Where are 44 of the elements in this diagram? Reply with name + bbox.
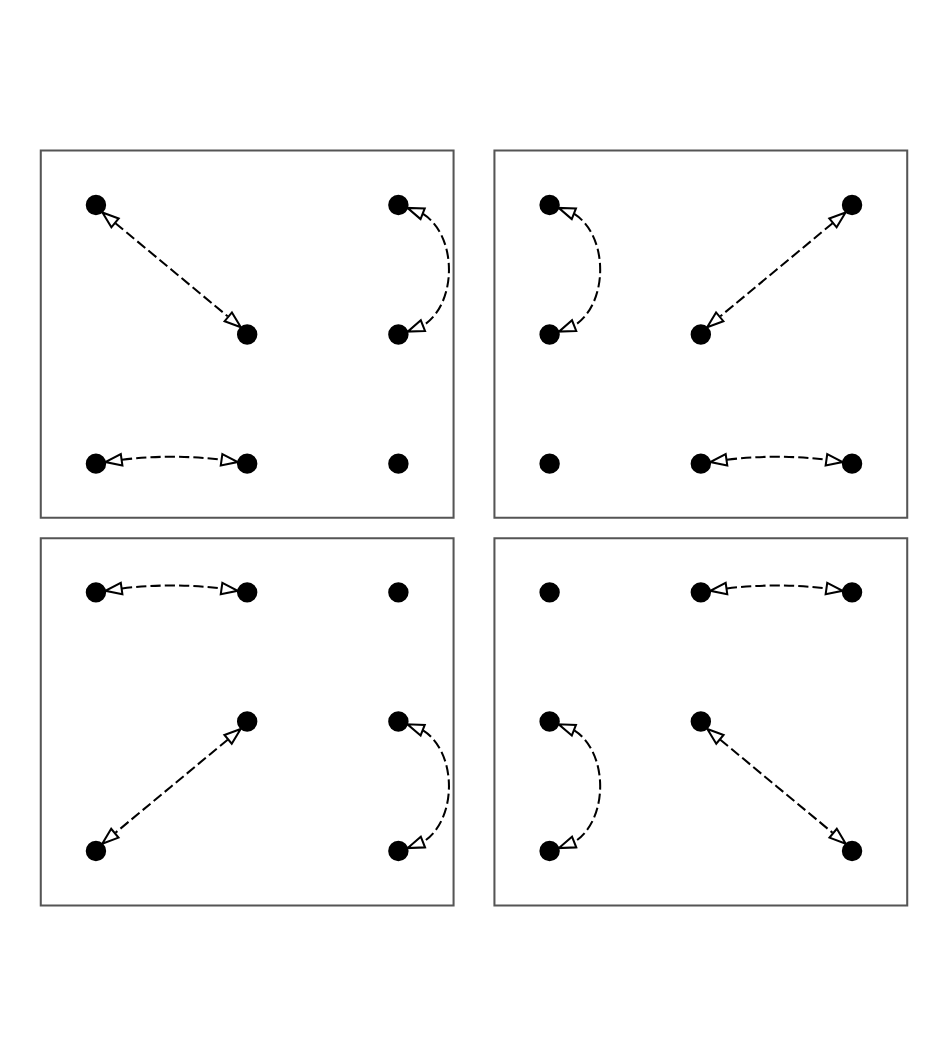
node-circle [539,324,560,345]
node-circle [85,582,107,603]
node-circle [539,711,560,732]
node-circle [85,840,107,862]
arrow [99,726,244,846]
cluster [493,149,909,519]
arrow [707,581,846,596]
arrow [704,726,849,846]
node-circle [388,840,409,862]
node-circle [841,453,863,474]
node-circle [841,582,863,603]
node-circle [388,711,409,732]
cluster [493,537,909,907]
node-circle [236,453,258,474]
arrow [102,452,241,467]
node-circle [236,324,258,345]
node-circle [236,582,258,603]
node-circle [539,582,560,603]
node-circle [85,194,107,216]
arrow [100,210,244,330]
arrow [707,452,846,467]
node-circle [841,194,863,216]
node-circle [690,582,712,603]
node-circle [388,324,409,345]
node-circle [388,582,409,603]
arrow [704,210,848,330]
node-circle [690,324,712,345]
node-circle [690,711,712,732]
arrow [404,206,450,333]
node-circle [841,840,863,862]
cluster [39,537,455,907]
node-circle [85,453,107,474]
cluster [39,149,455,519]
node-circle [539,840,560,862]
arrow [555,206,602,333]
arrow [102,581,241,596]
node-circle [690,453,712,474]
node-circle [539,453,560,474]
node-circle [236,711,258,732]
arrow [404,723,450,850]
node-circle [388,453,409,474]
arrow [555,723,602,850]
node-circle [388,194,409,216]
node-circle [539,194,560,216]
